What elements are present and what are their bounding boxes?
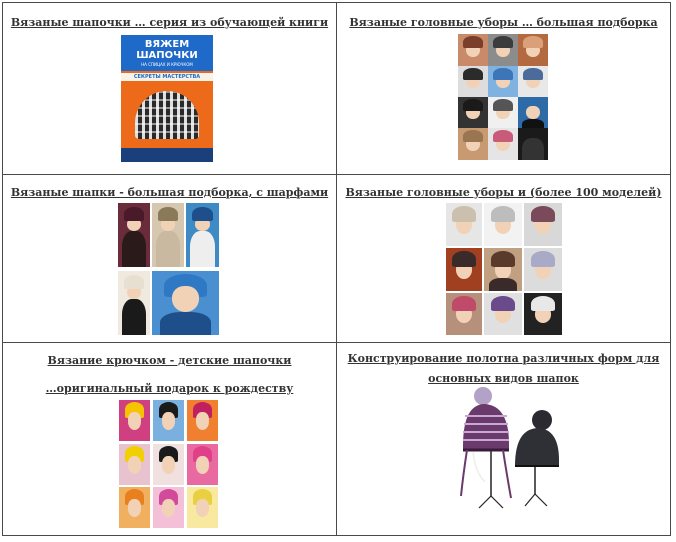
link-crochet-kids-line1[interactable]: Вязание крючком - детские шапочки xyxy=(47,354,292,367)
headwear-collage-image[interactable] xyxy=(458,34,548,160)
book-cover-series: СЕКРЕТЫ МАСТЕРСТВА xyxy=(133,74,201,80)
book-cover-subtitle: НА СПИЦАХ И КРЮЧКОМ xyxy=(141,62,193,67)
book-cover-bottom-band xyxy=(121,148,213,162)
articles-table: Вязаные шапочки … серия из обучающей кни… xyxy=(2,2,671,536)
headwear-100-image[interactable] xyxy=(446,203,562,335)
link-headwear-100[interactable]: Вязаные головные уборы и (более 100 моде… xyxy=(345,186,662,199)
link-headwear-big[interactable]: Вязаные головные уборы … большая подборк… xyxy=(349,16,658,29)
hats-scarves-image[interactable] xyxy=(118,203,219,335)
kids-crochet-hats-image[interactable] xyxy=(119,400,218,528)
book-cover-top-band xyxy=(121,35,213,71)
knitted-pompom-hats-image[interactable] xyxy=(455,386,565,511)
link-crochet-kids-line2[interactable]: …оригинальный подарок к рождеству xyxy=(45,382,294,395)
knitted-hat-pattern xyxy=(135,91,199,139)
book-cover-title-2: ШАПОЧКИ xyxy=(136,50,198,61)
link-construction-line1[interactable]: Конструирование полотна различных форм д… xyxy=(347,352,660,365)
book-cover-image[interactable]: ВЯЖЕМ ШАПОЧКИ НА СПИЦАХ И КРЮЧКОМ СЕКРЕТ… xyxy=(121,35,213,162)
link-hats-scarves[interactable]: Вязаные шапки - большая подборка, с шарф… xyxy=(10,186,329,199)
link-books-series[interactable]: Вязаные шапочки … серия из обучающей кни… xyxy=(10,16,329,29)
book-cover-series-band xyxy=(121,73,213,81)
book-cover-title-1: ВЯЖЕМ xyxy=(144,39,190,50)
link-construction-line2[interactable]: основных видов шапок xyxy=(428,372,579,385)
